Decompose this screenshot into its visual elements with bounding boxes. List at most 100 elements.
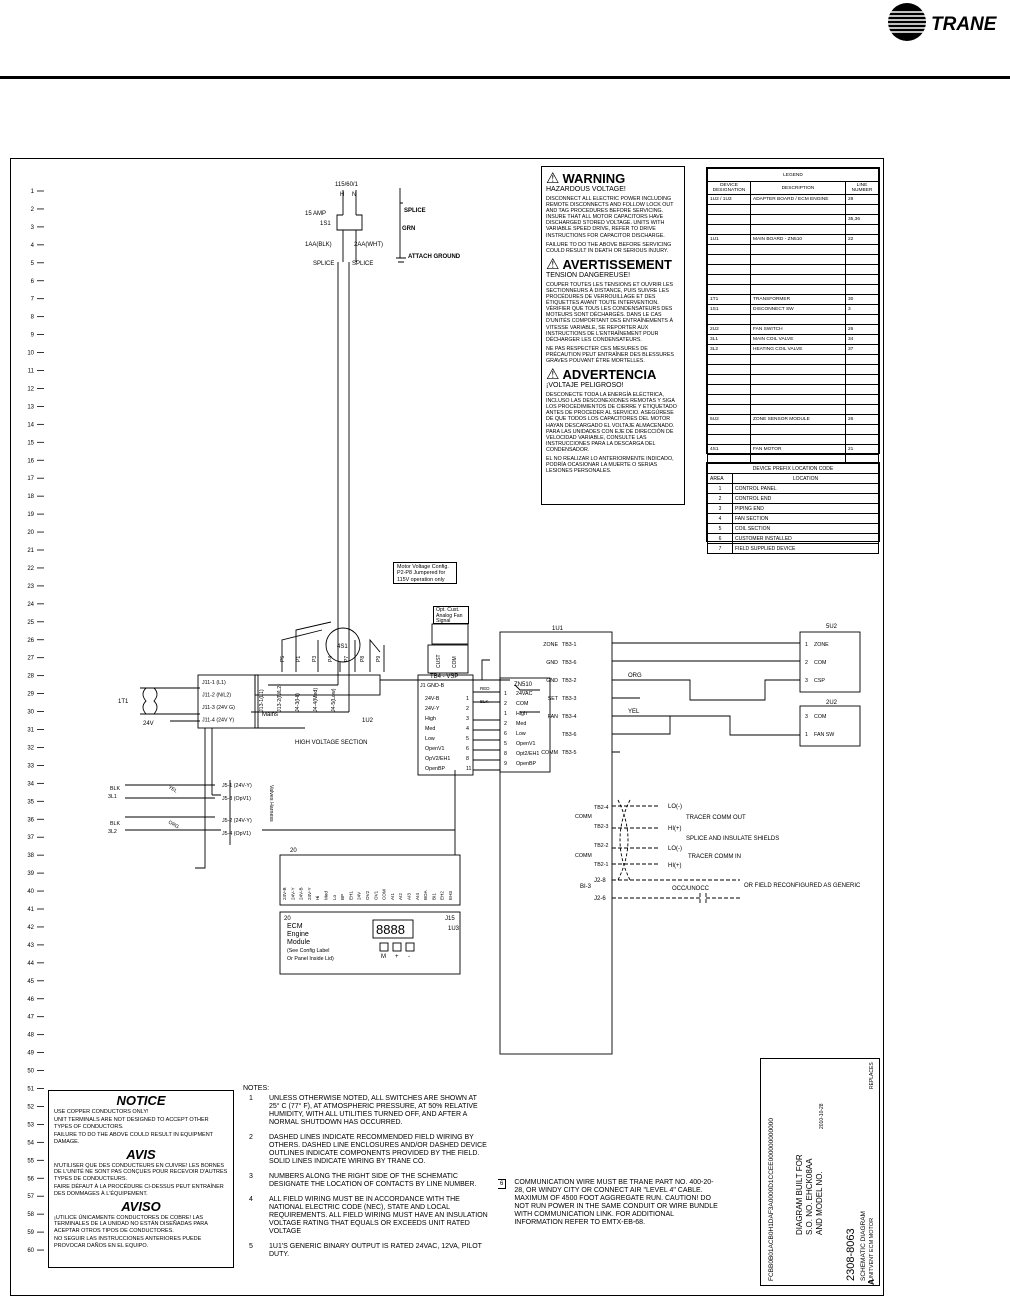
legend-line: [845, 424, 879, 435]
prefix-location: FIELD SUPPLIED DEVICE: [732, 543, 879, 554]
legend-row: [707, 284, 879, 295]
legend-description: [750, 314, 846, 325]
legend-description: [750, 214, 846, 225]
warning-triangle-icon: ⚠: [546, 170, 560, 187]
ecm-pin-label: AI1: [390, 893, 395, 900]
j1-row-pin: 8: [466, 756, 469, 762]
line-number-27: 27: [27, 656, 34, 662]
warning-subtitle: ¡VOLTAJE PELIGROSO!: [546, 382, 624, 390]
legend-line: 22: [845, 234, 879, 245]
line-number-21: 21: [27, 548, 34, 554]
line-n-label: N: [352, 192, 356, 198]
main-board-label: 1U1: [552, 626, 564, 632]
main-board-row-pin: TB3-2: [562, 678, 576, 684]
warning-header: ⚠AVERTISSEMENT: [546, 257, 680, 272]
issue-date: 2010-10-28: [819, 1103, 825, 1129]
legend-line: [845, 314, 879, 325]
legend-description: TRANSFORMER: [750, 294, 846, 305]
prefix-location: PIPING END: [732, 503, 879, 514]
ecm-pin-label: OV2: [365, 890, 370, 900]
device-terminal-num: 2: [805, 660, 808, 666]
warning-title: WARNING: [562, 171, 626, 186]
legend-description: [750, 434, 846, 445]
legend-description: [750, 244, 846, 255]
legend-line: [845, 274, 879, 285]
main-board-row-left: SET: [548, 696, 559, 702]
device-terminal-num: 1: [805, 642, 808, 648]
line-number-59: 59: [27, 1230, 34, 1236]
ecm-pin-label: 24V-Y: [307, 887, 312, 900]
line-number-24: 24: [27, 602, 34, 608]
line-number-29: 29: [27, 692, 34, 698]
lo-label-in: LO(-): [668, 846, 682, 852]
note-text: 1U1's generic binary output is rated 24V…: [269, 1243, 482, 1258]
legend-description: [750, 394, 846, 405]
transformer-label: 1T1: [118, 699, 129, 705]
legend-line: 28: [845, 194, 879, 205]
warning-header: ⚠ADVERTENCIA: [546, 367, 680, 382]
splice-gnd-label: SPLICE: [404, 208, 426, 214]
legend-description: MAIN BOARD - ZN510: [750, 234, 846, 245]
legend-row: [707, 254, 879, 265]
tb4-pin-label: CUST: [436, 654, 442, 668]
warning-subtitle: TENSION DANGEREUSE!: [546, 271, 631, 279]
line-number-6: 6: [31, 279, 35, 285]
legend-line: [845, 374, 879, 385]
line-number-9: 9: [31, 333, 35, 339]
j2-8-label: J2-8: [594, 878, 606, 884]
legend-title: LEGEND: [707, 168, 879, 182]
legend-designation: 2U2: [707, 324, 751, 335]
line-number-40: 40: [27, 889, 34, 895]
tb2-label: TB2-4: [594, 805, 608, 811]
j11-pin-label: J11-4 (24V Y): [202, 718, 234, 724]
j1-row-label: OpV2/EH1: [425, 756, 450, 762]
ecm-pin-label: AI3: [407, 893, 412, 900]
j2-6-label: J2-6: [594, 896, 606, 902]
diagram-labels: 115/60/1 H N 15 AMP 1S1 1AA(BLK) 2AA(WHT…: [118, 182, 861, 960]
warning-triangle-icon: ⚠: [546, 255, 560, 273]
legend-line: 35,36: [845, 214, 879, 225]
brand-name: TRANE: [931, 14, 998, 35]
zn510-row-pin: 5: [504, 741, 507, 747]
legend-line: 34: [845, 334, 879, 345]
warning-header: ⚠WARNING: [546, 171, 680, 186]
legend-col-line: LINE NUMBER: [845, 181, 879, 195]
valve-conn-label: J5-4 (OpV1): [222, 831, 251, 837]
schematic-sheet: [10, 158, 884, 1296]
model-label: AND MODEL NO.: [815, 1171, 824, 1235]
model-number: FCBB0B01ACB0H1DAF3A0000D1CCEE00000000000…: [768, 1118, 775, 1281]
motor-voltage-note: Motor Voltage Config. P2-P8 Jumpered for…: [393, 562, 457, 584]
motor-conn-label: J13-2(N/L2): [277, 684, 283, 712]
prefix-location: FAN SECTION: [732, 513, 879, 524]
line-number-10: 10: [27, 351, 34, 357]
notice-paragraph: No seguir las instrucciones anteriores p…: [54, 1236, 202, 1249]
prefix-area: 4: [707, 513, 733, 524]
ecm-board-label: 1U3: [448, 926, 460, 932]
line-number-13: 13: [27, 404, 34, 410]
j1-row-label: 24V-B: [425, 696, 440, 702]
j1-row-label: OpenV1: [425, 746, 444, 752]
j1-row-pin: 1: [466, 696, 469, 702]
notes-title: NOTES:: [243, 1085, 270, 1092]
line-number-46: 46: [27, 997, 34, 1003]
legend-designation: 3L1: [707, 334, 751, 345]
zn510-row-label: Low: [516, 731, 526, 737]
legend-line: 37: [845, 344, 879, 355]
valve-note: ORG: [167, 820, 180, 831]
zn510-row-label: High: [516, 711, 527, 717]
revision: A: [867, 1279, 876, 1285]
hv-board-label: 1U2: [362, 718, 374, 724]
legend-designation: 4S1: [707, 444, 751, 455]
j1-row-label: OpenBP: [425, 766, 445, 772]
so-number: S.O. NO. EHCK08AA: [805, 1158, 814, 1235]
tracer-out-label: TRACER COMM OUT: [686, 815, 746, 821]
legend-col-designation: DEVICE DESIGNATION: [707, 181, 751, 195]
legend-designation: [707, 354, 751, 365]
line-number-2: 2: [31, 207, 35, 213]
legend-designation: [707, 314, 751, 325]
ecm-pin-label: BOA: [423, 889, 428, 900]
